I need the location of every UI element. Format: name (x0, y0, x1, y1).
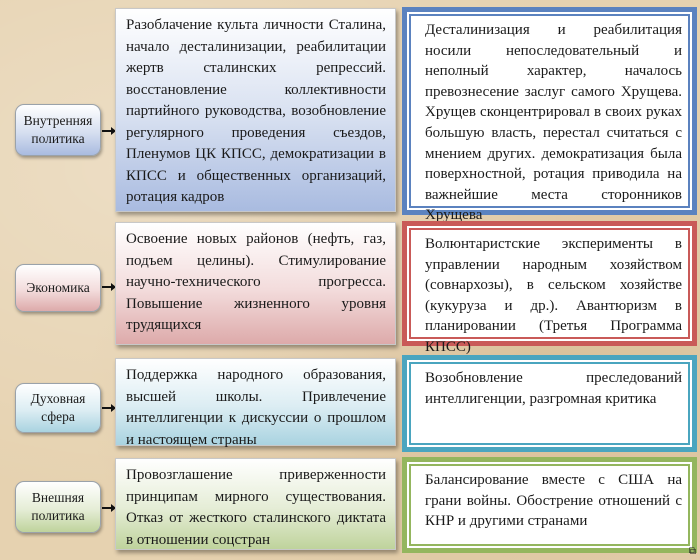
achievements-box-domestic-policy: Разоблачение культа личности Сталина, на… (115, 8, 396, 212)
category-label-text: Духовная сфера (30, 391, 86, 424)
category-label-domestic-policy: Внутренняя политика (15, 104, 101, 156)
achievements-text: Освоение новых районов (нефть, газ, подъ… (126, 231, 386, 333)
shortcomings-box-foreign-policy: Балансирование вместе с США на грани вой… (402, 457, 697, 553)
corner-watermark-icon: ⧉ (688, 546, 696, 557)
arrow-icon (102, 504, 116, 512)
category-label-text: Экономика (26, 280, 90, 295)
category-label-spiritual-sphere: Духовная сфера (15, 383, 101, 433)
achievements-text: Разоблачение культа личности Сталина, на… (126, 17, 386, 205)
achievements-box-foreign-policy: Провозглашение приверженности принципам … (115, 458, 396, 550)
arrow-icon (102, 283, 116, 291)
shortcomings-box-spiritual-sphere: Возобновление преследований интеллигенци… (402, 355, 697, 452)
achievements-text: Провозглашение приверженности принципам … (126, 467, 386, 548)
category-label-economy: Экономика (15, 264, 101, 312)
shortcomings-box-domestic-policy: Десталинизация и реабилитация носили неп… (402, 7, 697, 223)
shortcomings-text: Волюнтаристские эксперименты в управлени… (425, 236, 682, 355)
category-label-text: Внутренняя политика (23, 113, 93, 146)
achievements-text: Поддержка народного образования, высшей … (126, 367, 386, 448)
shortcomings-box-economy: Волюнтаристские эксперименты в управлени… (402, 221, 697, 355)
shortcomings-text: Возобновление преследований интеллигенци… (425, 370, 682, 407)
category-label-foreign-policy: Внешняя политика (15, 481, 101, 533)
arrow-icon (102, 404, 116, 412)
arrow-icon (102, 127, 116, 135)
category-label-text: Внешняя политика (31, 490, 85, 523)
shortcomings-text: Балансирование вместе с США на грани вой… (425, 472, 682, 530)
achievements-box-spiritual-sphere: Поддержка народного образования, высшей … (115, 358, 396, 448)
achievements-box-economy: Освоение новых районов (нефть, газ, подъ… (115, 222, 396, 345)
shortcomings-text: Десталинизация и реабилитация носили неп… (425, 22, 682, 224)
